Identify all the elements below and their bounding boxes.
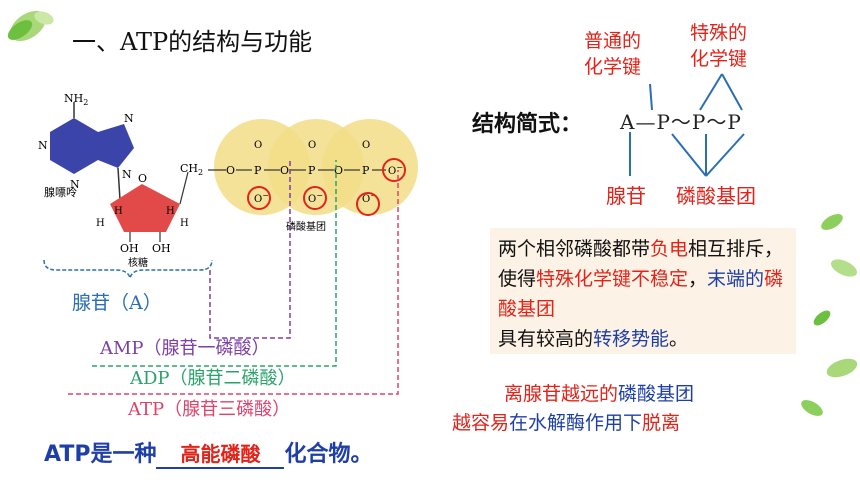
phosphate-group-part-label: 磷酸基团: [676, 184, 756, 208]
special-bond-label: 特殊的化学键: [690, 22, 748, 70]
atp-label: ATP（腺苷三磷酸）: [128, 399, 291, 420]
ribose-o: O: [138, 172, 147, 185]
double-o-3: O: [362, 140, 370, 151]
nh2-label: NH2: [64, 92, 88, 107]
phosphorus-3: P: [362, 164, 370, 177]
n-label-3: N: [124, 112, 134, 125]
double-o-2: O: [308, 140, 316, 151]
ribose-h3: H: [96, 218, 105, 229]
explanation-note: 两个相邻磷酸都带负电相互排斥，使得特殊化学键不稳定，末端的磷酸基团具有较高的转移…: [490, 228, 796, 354]
adenosine-part-label: 腺苷: [606, 184, 646, 208]
charged-o-1: O−: [254, 191, 269, 205]
answer-blank: 高能磷酸: [156, 438, 285, 469]
ribose-oh1: OH: [120, 242, 139, 255]
adenosine-brace: [43, 259, 213, 279]
formula-connectors: [629, 73, 745, 177]
ribose-h1: H: [114, 206, 123, 217]
charged-o-2: O−: [308, 191, 323, 205]
n-label-2: N: [70, 178, 80, 191]
bridge-o-3: O: [334, 164, 343, 177]
red-circle-1: [247, 186, 271, 210]
n-label-1: N: [38, 139, 48, 152]
adenosine-label: 腺苷（A）: [72, 292, 162, 314]
nucleotide-lead-lines: [68, 160, 399, 395]
phosphate-label: 磷酸基团: [286, 220, 326, 233]
bridge-o-2: O: [280, 164, 289, 177]
leaf-decoration-top-left: [7, 10, 54, 42]
amp-label: AMP（腺苷一磷酸）: [100, 338, 270, 359]
hydrolysis-statement: 离腺苷越远的磷酸基团 越容易在水解酶作用下脱离: [452, 383, 695, 434]
red-circle-4: [382, 158, 406, 182]
adp-label: ADP（腺苷二磷酸）: [130, 368, 296, 389]
red-circle-3: [356, 192, 380, 216]
ribose-h2: H: [166, 206, 175, 217]
atp-formula: A—P～P～P: [620, 110, 742, 134]
phosphate-circle-3: [322, 119, 418, 215]
bridge-o-1: O: [226, 164, 235, 177]
fill-in-sentence: ATP是一种高能磷酸化合物。: [44, 436, 372, 469]
double-o-1: O: [254, 140, 262, 151]
charged-o-4: O−: [388, 163, 403, 177]
n-label-4: N: [122, 168, 132, 181]
ribose-h4: H: [180, 218, 189, 229]
adenine-ring-6: [50, 118, 98, 174]
ribose-oh2: OH: [152, 242, 171, 255]
ribose-ring: [110, 184, 180, 232]
adenine-label: 腺嘌呤: [44, 185, 77, 199]
leaf-decoration-right: [801, 214, 858, 416]
ordinary-bond-label: 普通的化学键: [584, 30, 642, 78]
page-title: 一、ATP的结构与功能: [72, 28, 313, 56]
formula-label: 结构简式：: [472, 112, 583, 137]
red-circle-2: [303, 186, 327, 210]
phosphorus-2: P: [308, 164, 316, 177]
phosphorus-1: P: [254, 164, 262, 177]
ch2-label: CH2: [180, 162, 203, 177]
adenine-ring-5: [98, 124, 134, 168]
atp-molecule-diagram: NH2 N N N N 腺嘌呤 O H H H H OH OH 核糖 CH2 O…: [38, 92, 418, 279]
ribose-label: 核糖: [128, 256, 148, 269]
